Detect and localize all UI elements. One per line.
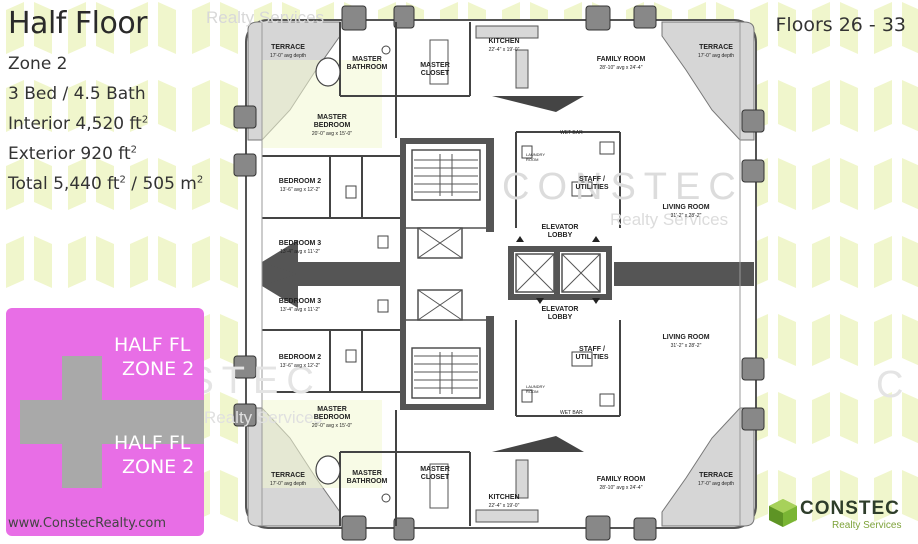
key-map-core xyxy=(20,356,204,488)
wet-bar-bot-label: WET BAR xyxy=(560,410,583,416)
key-map-top-line1: HALF FL xyxy=(114,334,191,356)
exterior-area: Exterior 920 ft2 xyxy=(8,144,138,164)
watermark-center: CONSTEC xyxy=(502,166,744,208)
laundry-bot-label: LAUNDRY ROOM xyxy=(526,384,545,394)
constec-logo[interactable]: CONSTEC Realty Services xyxy=(768,496,914,540)
zone-label: Zone 2 xyxy=(8,54,68,74)
interior-area: Interior 4,520 ft2 xyxy=(8,114,149,134)
key-map: HALF FL ZONE 2 HALF FL ZONE 2 xyxy=(6,308,204,536)
key-map-bottom-line1: HALF FL xyxy=(114,432,191,454)
watermark-left-sub: Realty Services xyxy=(204,408,323,427)
laundry-top-label: LAUNDRY ROOM xyxy=(526,152,545,162)
wet-bar-top-label: WET BAR xyxy=(560,130,583,136)
website-link[interactable]: www.ConstecRealty.com xyxy=(8,516,166,531)
watermark-center-sub: Realty Services xyxy=(610,210,729,229)
cube-logo-icon xyxy=(769,499,797,527)
key-map-top-line2: ZONE 2 xyxy=(122,358,195,380)
staff-utilities-bot-label: STAFF /UTILITIES xyxy=(575,346,609,361)
total-area: Total 5,440 ft2 / 505 m2 xyxy=(8,174,204,194)
logo-name: CONSTEC xyxy=(800,498,900,519)
page-title: Half Floor xyxy=(8,6,148,41)
beds-baths-label: 3 Bed / 4.5 Bath xyxy=(8,84,146,104)
key-map-bottom-line2: ZONE 2 xyxy=(122,456,195,478)
floors-label: Floors 26 - 33 xyxy=(775,14,907,36)
watermark-top: Realty Services xyxy=(206,8,325,27)
logo-tagline: Realty Services xyxy=(832,520,902,531)
staff-utilities-top-label: STAFF /UTILITIES xyxy=(575,176,609,191)
watermark-right: C xyxy=(876,364,904,406)
